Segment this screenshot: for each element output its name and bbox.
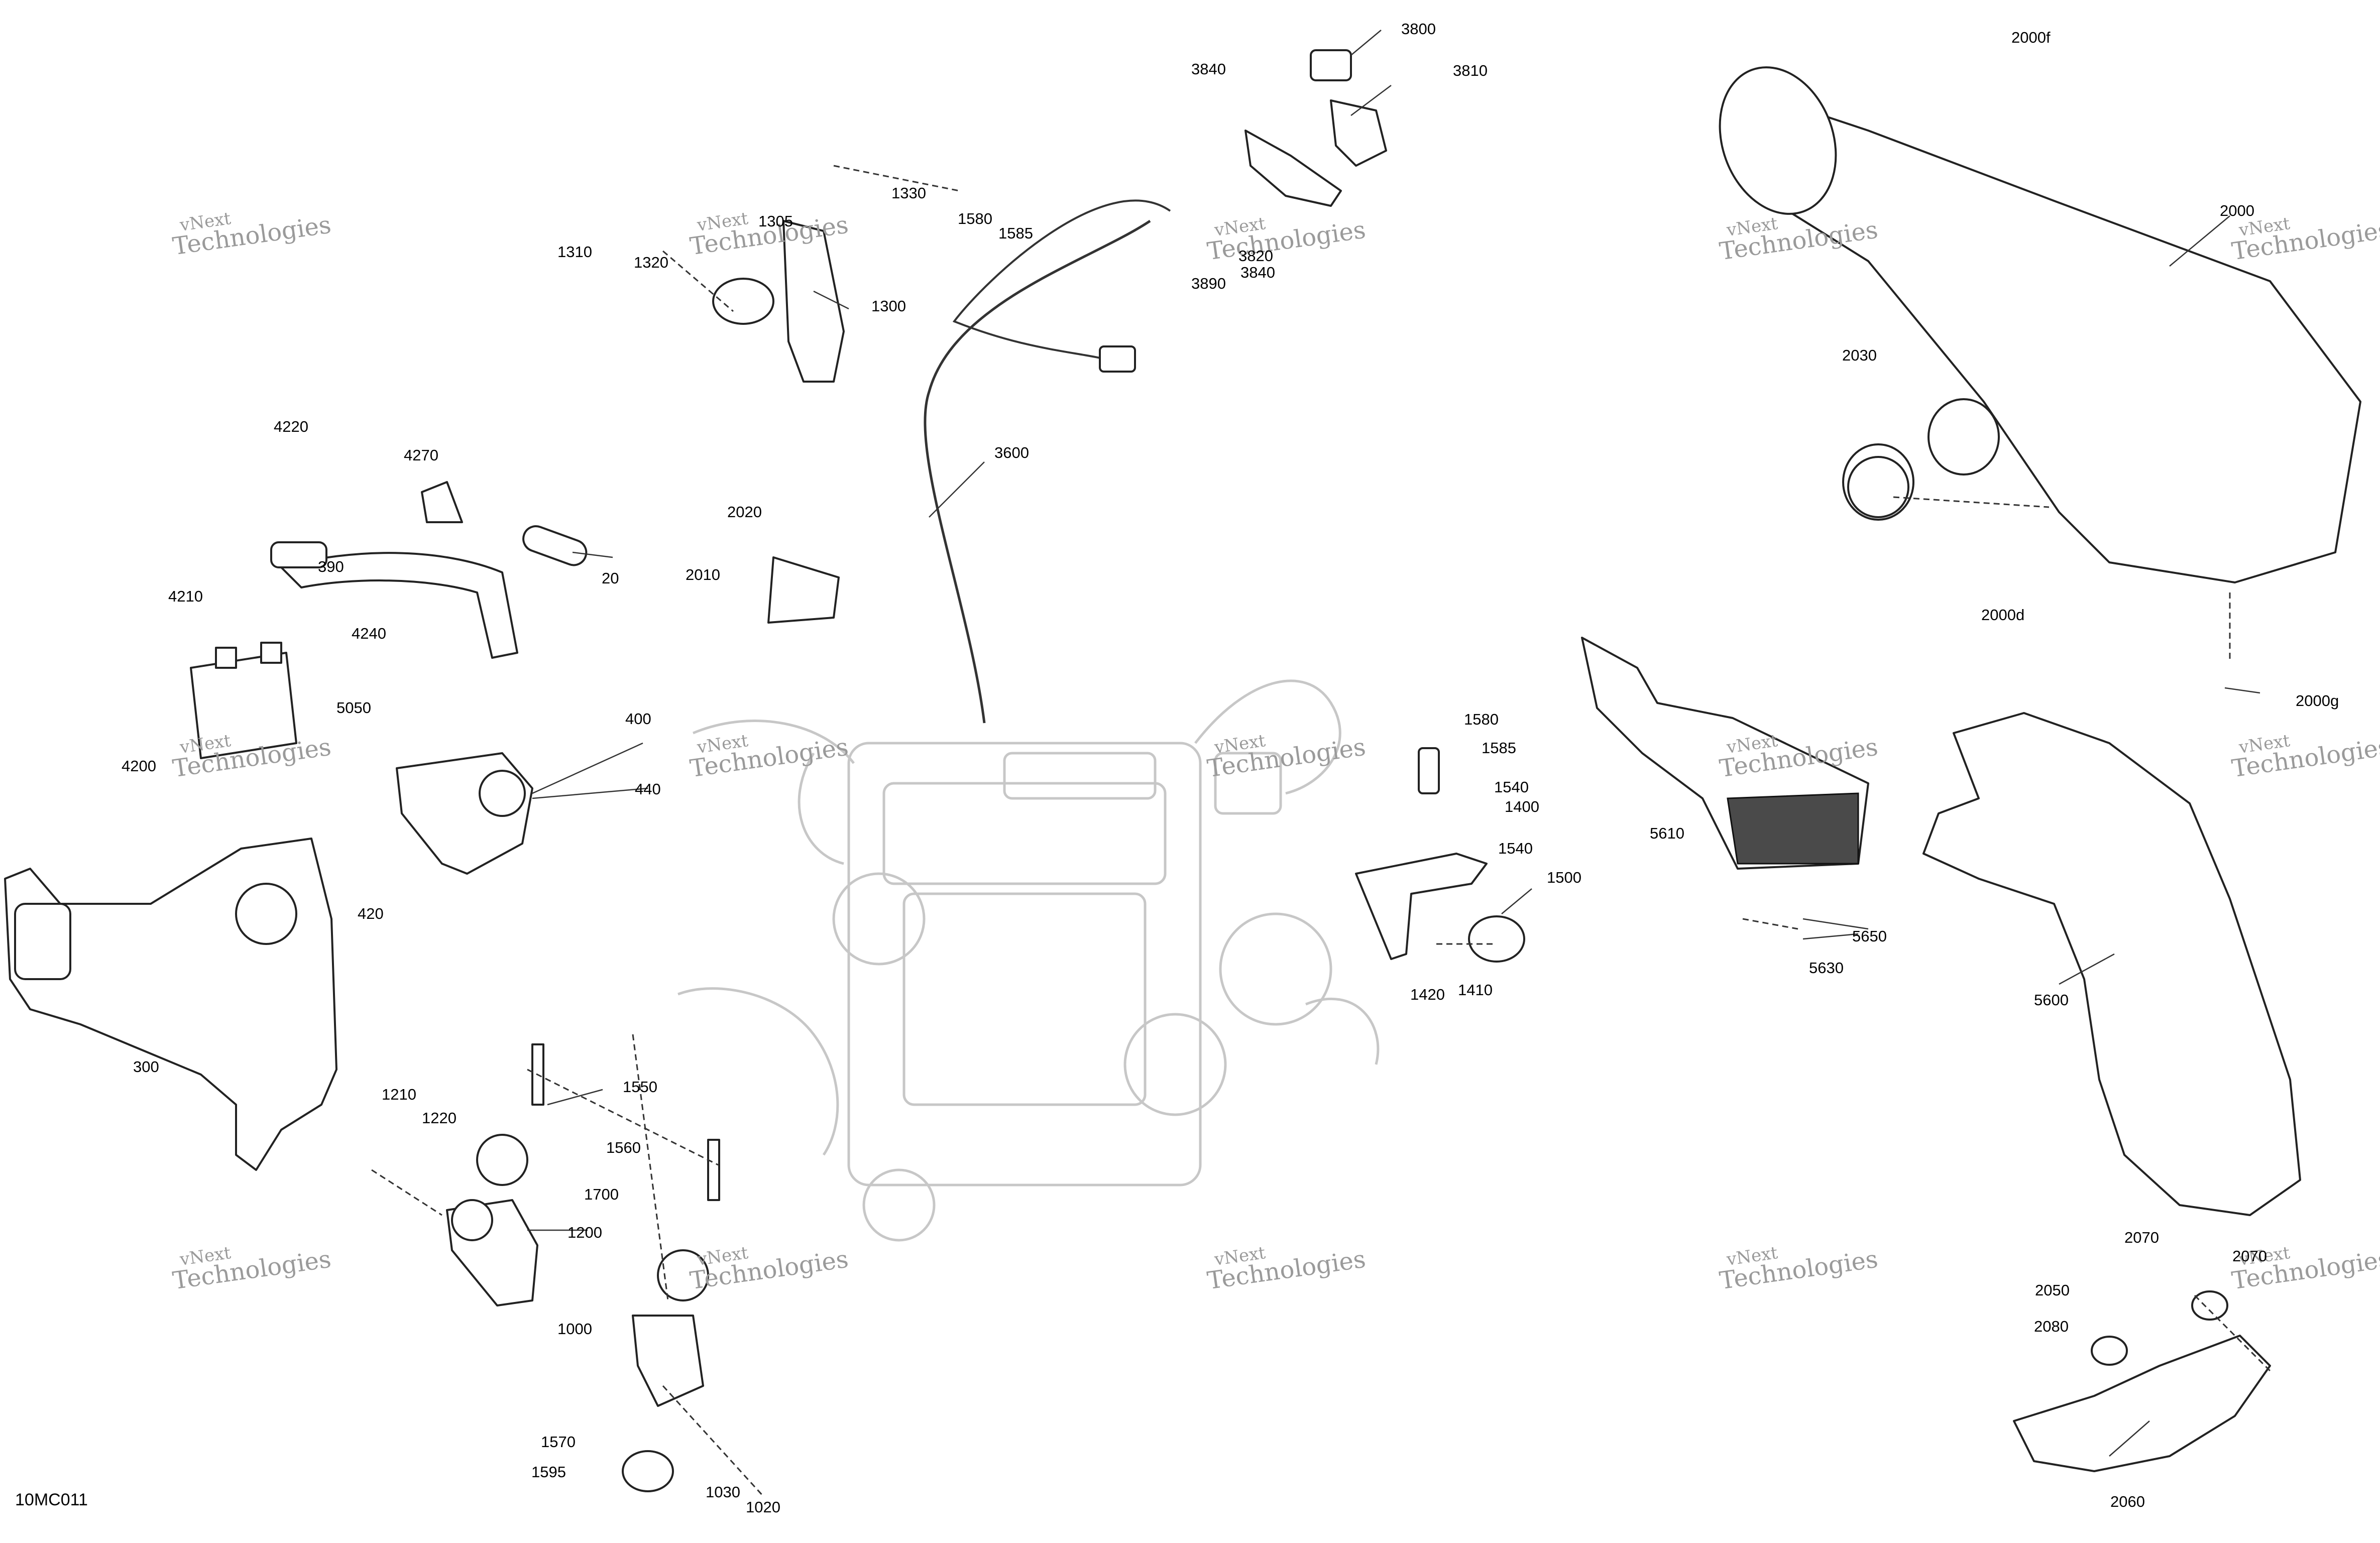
part-label: 1400 <box>1505 798 1539 815</box>
part-label: 3810 <box>1453 62 1488 79</box>
part-label: 5600 <box>2034 991 2069 1009</box>
part-ignition-coil <box>190 642 297 759</box>
page-code: 10MC011 <box>15 1490 88 1509</box>
part-label: 3820 <box>1238 247 1273 265</box>
part-label: 2000g <box>2296 692 2339 709</box>
part-label: 1420 <box>1410 986 1445 1003</box>
part-label: 1220 <box>422 1109 457 1127</box>
part-label: 3840 <box>1240 264 1275 281</box>
part-label: 1200 <box>568 1224 602 1241</box>
part-label: 3890 <box>1191 275 1226 292</box>
part-label: 1330 <box>891 184 926 202</box>
part-label: 1020 <box>746 1498 780 1516</box>
engine-assembly-ghost <box>677 679 1380 1242</box>
part-label: 3800 <box>1401 20 1436 38</box>
part-plate-2060 <box>2013 1290 2271 1472</box>
part-label: 1300 <box>871 297 906 315</box>
part-label: 1585 <box>1482 739 1516 757</box>
part-number-labels: 20 300 390 400 420 440 1000 1020 1030 12… <box>122 20 2339 1516</box>
part-cable-3600 <box>924 219 1151 724</box>
part-spark-plug-harness <box>270 481 588 659</box>
part-label: 20 <box>602 569 619 587</box>
part-label: 1580 <box>1464 710 1499 728</box>
part-bracket-3810 <box>1244 49 1387 207</box>
guide-lines <box>371 165 2271 1497</box>
part-heat-shield-5600 <box>1922 712 2301 1216</box>
part-label: 1540 <box>1494 778 1529 796</box>
part-rear-cover <box>4 838 337 1171</box>
bolt-1550b <box>707 1139 720 1201</box>
part-label: 2070 <box>2124 1229 2159 1246</box>
part-label: 1030 <box>706 1483 740 1501</box>
part-label: 1560 <box>606 1139 641 1156</box>
part-label: 1595 <box>531 1463 566 1481</box>
washer-1560 <box>476 1134 528 1186</box>
part-label: 1000 <box>557 1320 592 1338</box>
part-label: 1550 <box>623 1078 657 1096</box>
part-bracket-1400 <box>1355 747 1525 963</box>
clamp-2030a <box>1847 456 1909 518</box>
leader-lines <box>527 30 2260 1457</box>
part-label: 1700 <box>584 1185 619 1203</box>
washer-1700 <box>657 1249 709 1301</box>
part-duct-5610 <box>1581 637 1869 870</box>
part-sensor-2010 <box>767 556 840 624</box>
part-label: 2010 <box>686 566 720 583</box>
part-label: 2000 <box>2220 202 2254 219</box>
part-label: 2000d <box>1981 606 2024 624</box>
part-harness-3600 <box>952 199 1171 363</box>
part-label: 1305 <box>758 212 793 230</box>
part-airbox-2000 <box>1719 66 2361 583</box>
part-label: 400 <box>625 710 651 728</box>
part-label: 1410 <box>1458 981 1493 999</box>
part-label: 390 <box>318 558 344 575</box>
part-label: 2070 <box>2232 1247 2267 1265</box>
part-label: 4220 <box>274 418 308 435</box>
part-label: 5050 <box>336 699 371 717</box>
part-label: 2050 <box>2035 1281 2070 1299</box>
part-label: 1580 <box>958 210 992 227</box>
part-label: 1570 <box>541 1433 576 1451</box>
part-label: 2080 <box>2034 1318 2069 1335</box>
part-label: 4200 <box>122 757 156 775</box>
part-engine-mount-upper <box>712 220 845 383</box>
part-label: 1540 <box>1498 840 1533 857</box>
part-label: 1320 <box>634 254 668 271</box>
part-label: 1585 <box>998 224 1033 242</box>
part-throttle-actuator <box>396 752 533 875</box>
part-label: 5650 <box>1852 927 1887 945</box>
part-label: 4240 <box>352 625 386 642</box>
part-label: 2020 <box>727 503 762 521</box>
part-label: 2030 <box>1842 346 1877 364</box>
part-label: 300 <box>133 1058 159 1076</box>
part-label: 5630 <box>1809 959 1844 977</box>
part-label: 1310 <box>557 243 592 261</box>
part-label: 440 <box>635 780 661 798</box>
part-engine-mount-1000 <box>622 1315 704 1492</box>
part-label: 2060 <box>2110 1493 2145 1510</box>
part-label: 2000f <box>2011 29 2051 46</box>
part-label: 4210 <box>168 587 203 605</box>
connector-3600 <box>1099 345 1136 373</box>
part-label: 5610 <box>1650 824 1684 842</box>
part-label: 1500 <box>1547 869 1581 886</box>
part-label: 420 <box>358 905 384 922</box>
part-label: 3600 <box>994 444 1029 461</box>
part-label: 1210 <box>382 1086 416 1103</box>
part-label: 3840 <box>1191 60 1226 78</box>
part-engine-mount-1200 <box>446 1199 538 1307</box>
part-label: 4270 <box>404 446 438 464</box>
